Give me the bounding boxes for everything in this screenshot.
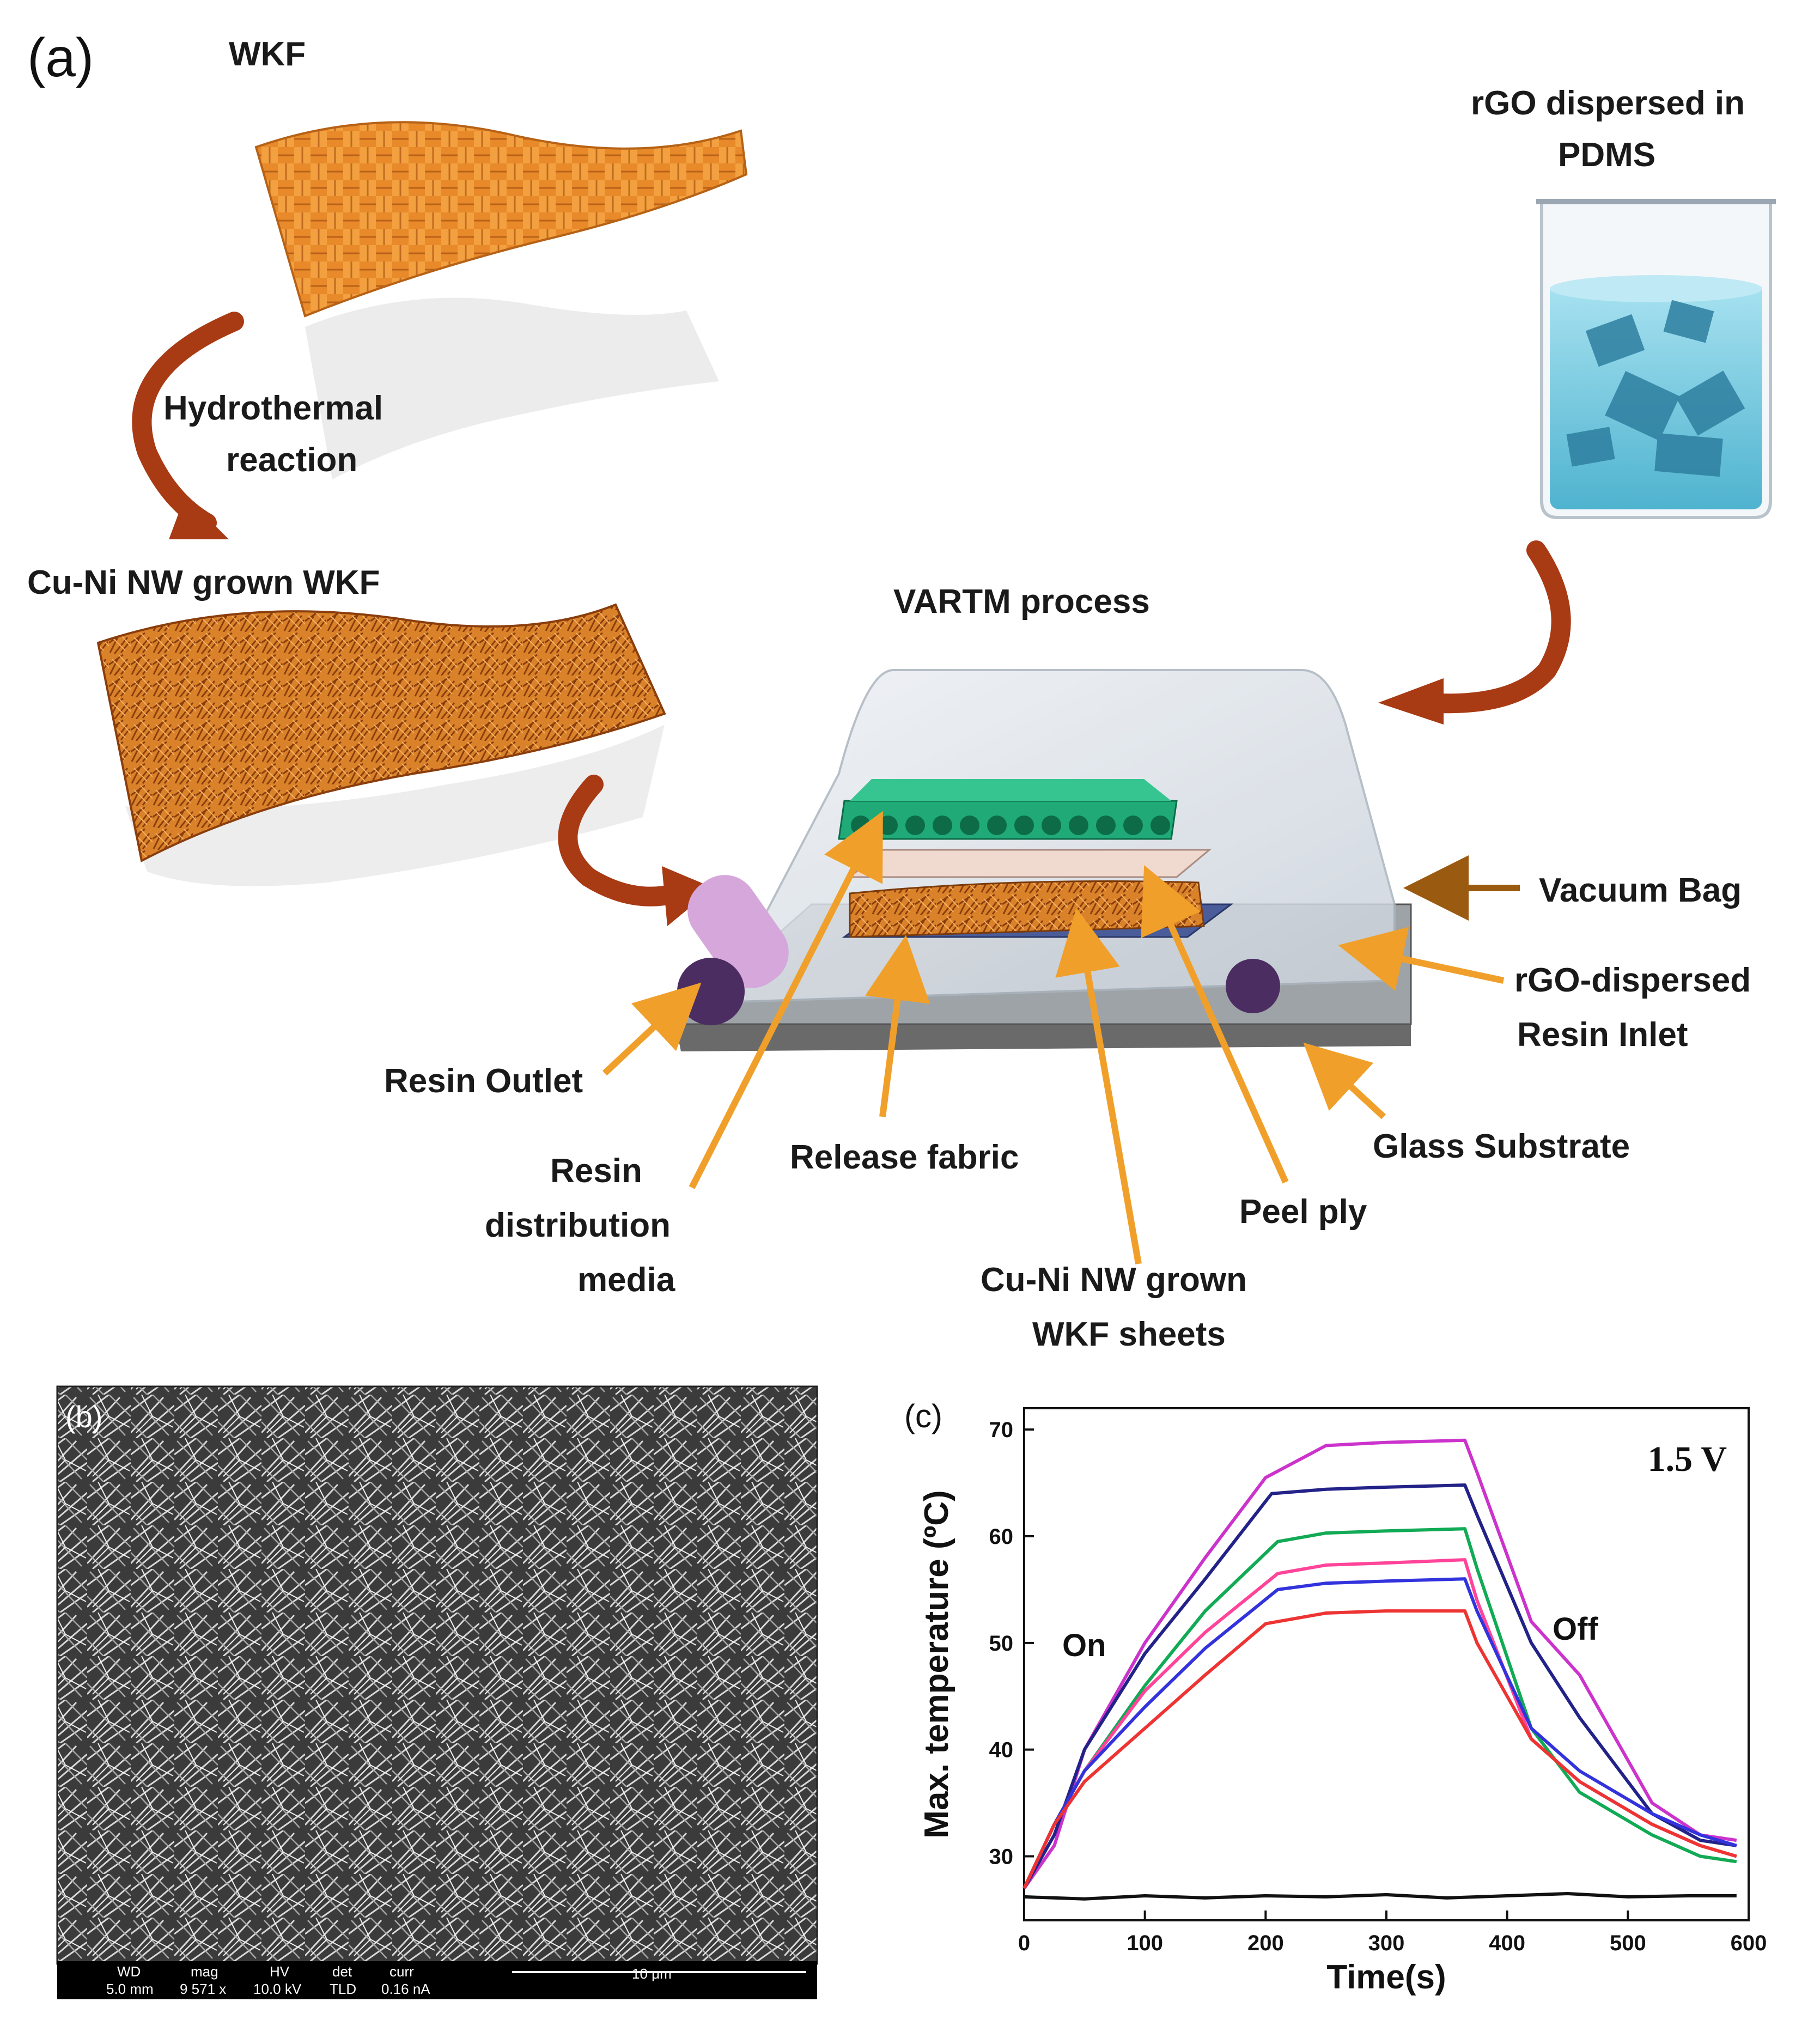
on-annotation: On [1062,1628,1106,1663]
x-tick-label: 600 [1731,1931,1767,1955]
beaker-label-line2: PDMS [1558,136,1655,174]
sheets-label-line2: WKF sheets [1032,1316,1226,1353]
sem-header-mag: mag [191,1963,218,1980]
cuni-wkf-label: Cu-Ni NW grown WKF [27,564,380,601]
vacuum-bag-label: Vacuum Bag [1539,872,1742,909]
sheets-arrow [1055,908,1142,1265]
cuni-fabric-illustration [96,603,666,886]
sem-value-det: TLD [330,1981,356,1997]
hydrothermal-label-line2: reaction [226,441,357,479]
beaker-illustration [1536,199,1776,519]
resin-inlet-arrow [1338,927,1505,991]
media-label-line2: distribution [485,1207,671,1244]
resin-outlet-arrow [602,982,702,1076]
wkf-label: WKF [229,35,306,73]
panel-a: (a) WKF Hydrothermal reaction Cu-Ni NW g… [27,27,1776,1353]
y-tick-label: 40 [989,1738,1014,1762]
resin-outlet-label: Resin Outlet [384,1062,583,1100]
sem-value-curr: 0.16 nA [381,1981,430,1997]
glass-substrate-label: Glass Substrate [1373,1128,1630,1165]
beaker-to-vartm-arrow [1417,540,1571,714]
sem-image [57,1386,817,1964]
sem-value-hv: 10.0 kV [253,1981,302,1997]
hydrothermal-arrowhead [169,496,229,539]
y-tick-label: 70 [989,1418,1014,1442]
glass-substrate-arrow [1303,1042,1386,1119]
sem-header-wd: WD [117,1963,141,1980]
vartm-label: VARTM process [893,583,1150,620]
y-tick-label: 30 [989,1845,1014,1869]
y-tick-label: 60 [989,1525,1014,1549]
media-label-line3: media [577,1261,675,1299]
series-line-1 [1022,1438,1737,1890]
series-line-2 [1022,1483,1737,1889]
series-line-5 [1022,1577,1737,1889]
hydrothermal-label-line1: Hydrothermal [163,390,383,427]
x-tick-label: 200 [1247,1931,1284,1955]
voltage-annotation: 1.5 V [1648,1439,1727,1479]
panel-a-label: (a) [27,27,94,88]
peel-ply-arrow [1141,865,1289,1184]
x-tick-label: 0 [1018,1931,1030,1955]
inlet-label-line1: rGO-dispersed [1514,962,1751,999]
sem-scale-label: 10 μm [632,1966,672,1982]
beaker-to-vartm-arrowhead [1378,678,1444,725]
panel-b: (b) WD mag HV det curr 5.0 mm 9 571 x 10… [56,1385,818,1999]
vartm-setup-illustration [673,669,1412,1051]
x-tick-label: 400 [1489,1931,1525,1955]
sem-info-headers: WD mag HV det curr [117,1963,414,1980]
beaker-label-line1: rGO dispersed in [1471,84,1745,122]
sem-info-bar [57,1961,817,1999]
media-label-line1: Resin [550,1152,642,1190]
sem-value-mag: 9 571 x [180,1981,226,1997]
inlet-label-line2: Resin Inlet [1517,1016,1688,1054]
sem-info-values: 5.0 mm 9 571 x 10.0 kV TLD 0.16 nA [106,1981,430,1997]
x-tick-label: 100 [1127,1931,1163,1955]
peel-ply-label: Peel ply [1239,1193,1367,1231]
release-fabric-label: Release fabric [790,1139,1019,1176]
y-axis-label: Max. temperature (ºC) [918,1490,955,1838]
off-annotation: Off [1553,1611,1598,1647]
sheets-label-line1: Cu-Ni NW grown [981,1261,1247,1299]
y-tick-label: 50 [989,1632,1014,1656]
release-fabric-arrow [865,935,930,1117]
sem-header-hv: HV [270,1963,290,1980]
panel-c-label: (c) [904,1398,942,1434]
cuni-to-vartm-arrow [558,775,685,906]
sem-header-det: det [332,1963,352,1980]
x-tick-label: 300 [1368,1931,1405,1955]
x-axis-label: Time(s) [1326,1958,1446,1996]
sem-header-curr: curr [389,1963,414,1980]
x-tick-label: 500 [1610,1931,1646,1955]
wkf-fabric-illustration [254,121,748,479]
hydrothermal-arrow [132,312,244,533]
cuni-to-vartm-arrowhead [662,866,714,926]
media-arrow [689,811,883,1189]
sem-value-wd: 5.0 mm [106,1981,154,1997]
series-line-7 [1024,1892,1737,1901]
panel-c: (c) 0 100 200 300 400 500 600 30 40 50 60 70Time(s)… [904,1398,1767,1996]
series-line-6 [1022,1609,1737,1889]
panel-b-label: (b) [65,1400,102,1434]
